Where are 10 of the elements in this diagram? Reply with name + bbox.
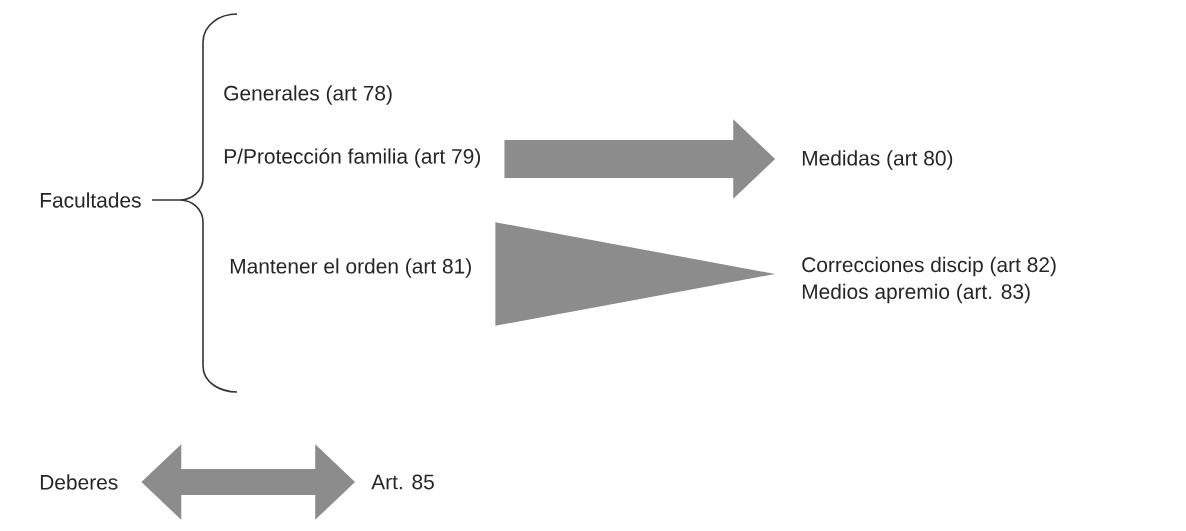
- text-label: Mantener el orden (art 81): [230, 258, 471, 278]
- text-label: Art. 85: [371, 474, 434, 490]
- block-arrow: [504, 119, 776, 199]
- text-label: Medidas (art 80): [802, 150, 953, 170]
- text-label: Facultades: [40, 192, 141, 208]
- text-label: Generales (art 78): [224, 85, 392, 105]
- text-label: Deberes: [40, 474, 118, 490]
- block-arrow: [141, 444, 356, 520]
- text-label: P/Protección familia (art 79): [224, 148, 480, 168]
- text-label: Correcciones discip (art 82) Medios apremio (art. 83): [802, 256, 1056, 304]
